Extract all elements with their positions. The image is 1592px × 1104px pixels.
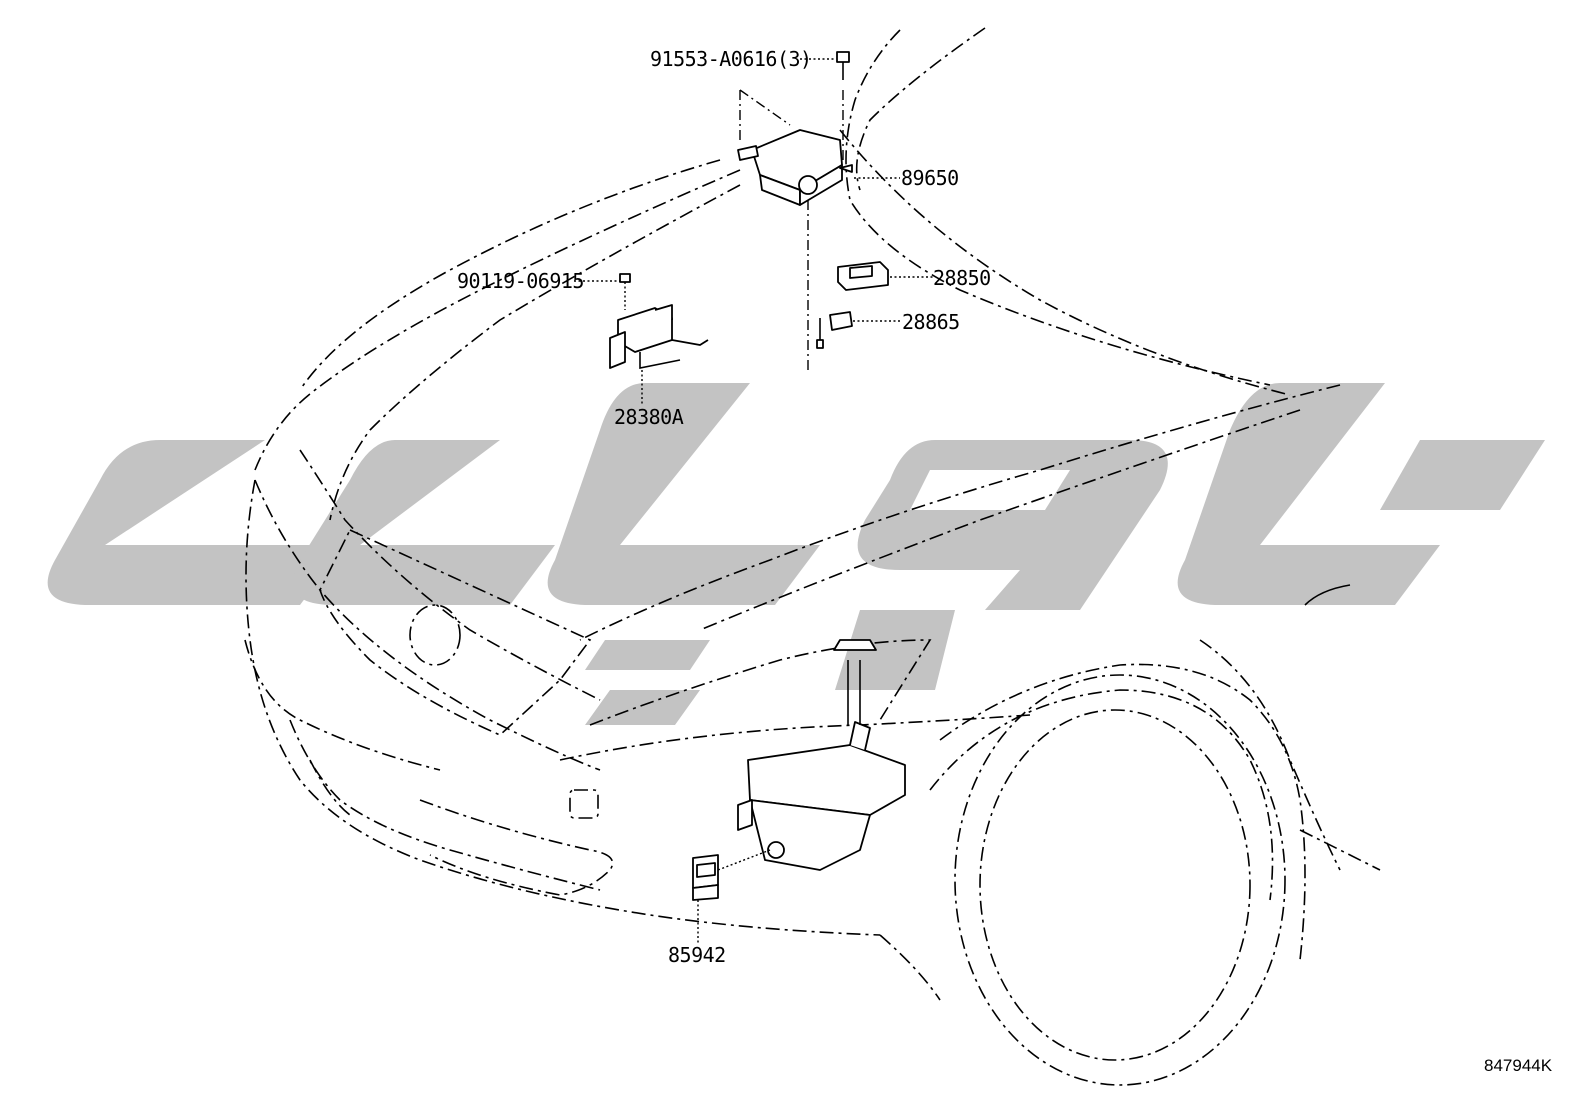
callout-89650: 89650 xyxy=(901,166,959,190)
part-85942 xyxy=(692,849,771,901)
part-28850 xyxy=(837,261,889,291)
part-89650-module xyxy=(737,89,853,206)
diagram-code: 847944K xyxy=(1484,1056,1553,1075)
bolt-91553-icon xyxy=(836,51,850,80)
part-28380A-relay xyxy=(609,304,709,369)
leader-lines xyxy=(574,58,933,945)
watermark-logo xyxy=(47,383,1545,725)
callout-91553: 91553-A0616(3) xyxy=(650,47,812,71)
callout-28380A: 28380A xyxy=(614,405,684,429)
callout-85942: 85942 xyxy=(668,943,726,967)
washer-assembly xyxy=(737,639,906,871)
callout-28865: 28865 xyxy=(902,310,960,334)
callout-90119: 90119-06915 xyxy=(457,269,584,293)
car-outline xyxy=(244,27,1381,1086)
screw-90119-icon xyxy=(619,273,631,310)
part-28865 xyxy=(816,311,853,349)
callout-28850: 28850 xyxy=(933,266,991,290)
